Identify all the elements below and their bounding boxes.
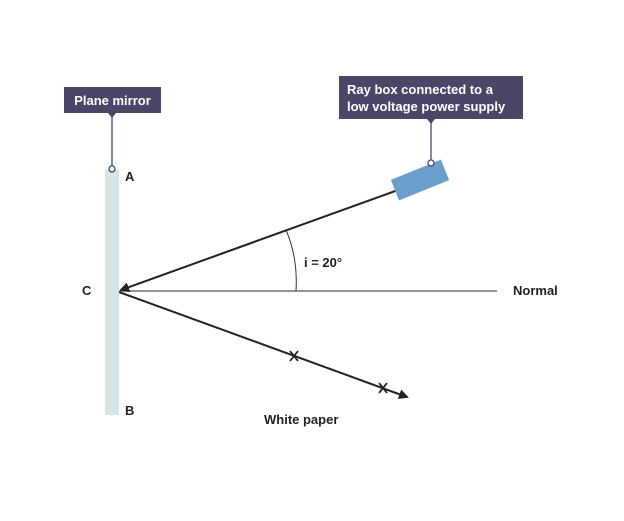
point-a-label: A [125,169,135,184]
point-c-label: C [82,283,92,298]
ray-box-label-line2: low voltage power supply [347,99,506,114]
plane-mirror-label: Plane mirror [74,93,151,108]
cross-mark [289,350,299,362]
plane-mirror-label-box [64,87,161,113]
angle-label: i = 20° [304,255,342,270]
cross-mark [378,382,388,394]
plane-mirror [105,170,119,415]
mirror-callout-dot [108,165,116,173]
raybox-callout-dot [427,159,435,167]
ray-box [390,159,450,201]
reflected-ray [118,291,409,399]
incident-ray [119,189,399,292]
white-paper-label: White paper [264,412,338,427]
normal-label: Normal [513,283,558,298]
point-b-label: B [125,403,134,418]
ray-box-label-box [339,76,523,119]
ray-box-label-line1: Ray box connected to a [347,82,494,97]
angle-arc [285,229,297,292]
